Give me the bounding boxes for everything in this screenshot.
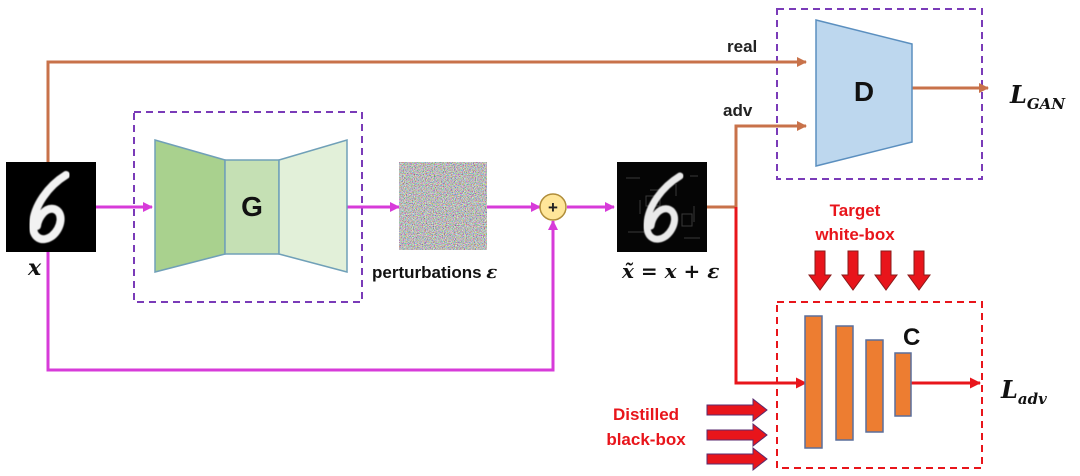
- generator-decoder: [278, 138, 348, 273]
- discriminator-network: D: [815, 19, 913, 167]
- generator-label: G: [241, 191, 263, 222]
- real-path-arrow: [46, 57, 807, 162]
- right-arrow-icon: [706, 446, 768, 472]
- classifier-layer: [835, 325, 854, 441]
- classifier-box: [776, 301, 983, 469]
- input-label: x: [27, 255, 42, 281]
- adversarial-equation: x̃ = x + ε: [621, 259, 719, 283]
- skip-connection-arrow: [46, 220, 558, 372]
- right-arrow-icon: [706, 397, 768, 423]
- real-label: real: [727, 37, 757, 56]
- generator-encoder: [154, 139, 226, 273]
- adder-node: +: [539, 193, 567, 221]
- generator-network: G: [154, 138, 348, 273]
- down-arrow-icon: [874, 250, 898, 291]
- adv-to-classifier-arrow: [734, 207, 807, 389]
- generator-box: [133, 111, 363, 303]
- white-box-arrows: [808, 250, 931, 291]
- classifier-label: C: [903, 324, 920, 351]
- adversarial-digit-image: [617, 162, 707, 252]
- black-box-arrows: [706, 397, 768, 472]
- perturbations-label: perturbations ε: [372, 262, 497, 283]
- loss-adv: Ladv: [1000, 375, 1047, 408]
- discriminator-label: D: [854, 76, 874, 107]
- distilled-label-line1: Distilled: [613, 405, 679, 424]
- perturbation-noise-image: [399, 162, 487, 250]
- input-digit-image: [6, 162, 96, 252]
- target-label-line2: white-box: [814, 225, 895, 244]
- right-arrow-icon: [706, 422, 768, 448]
- down-arrow-icon: [907, 250, 931, 291]
- down-arrow-icon: [841, 250, 865, 291]
- adv-path-arrow: [707, 121, 807, 209]
- loss-gan: LGAN: [1009, 80, 1066, 113]
- generator-bottleneck: [224, 159, 280, 255]
- classifier-layer: [865, 339, 884, 433]
- adder-sign: +: [548, 198, 558, 217]
- adv-label: adv: [723, 101, 753, 120]
- classifier-layer: [804, 315, 823, 449]
- discriminator-box: [776, 8, 983, 180]
- target-label-line1: Target: [830, 201, 881, 220]
- down-arrow-icon: [808, 250, 832, 291]
- classifier-layer: [894, 352, 912, 417]
- distilled-label-line2: black-box: [606, 430, 686, 449]
- classifier-network: C: [804, 315, 920, 449]
